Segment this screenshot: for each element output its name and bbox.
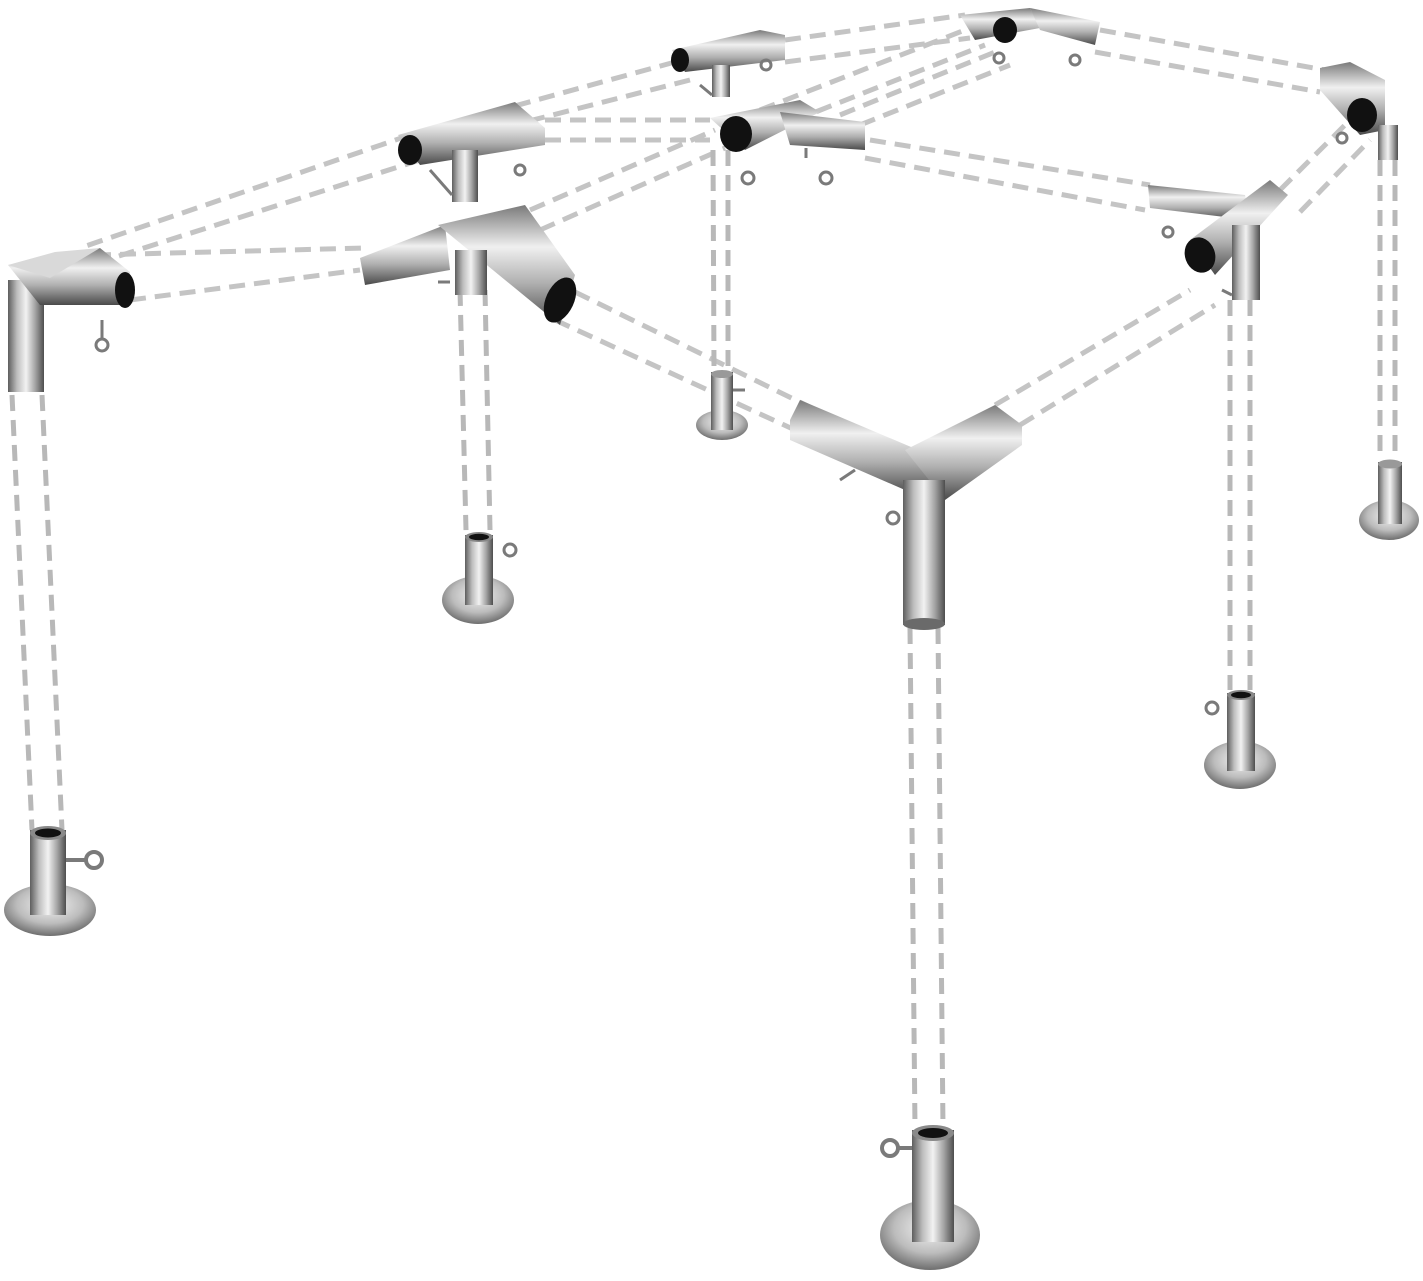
foot-front-left	[4, 826, 104, 936]
eyelet-icon	[1161, 225, 1175, 239]
guide-leg-front-right	[907, 627, 946, 1129]
tee-back-middle	[960, 8, 1100, 67]
eyelet-icon	[992, 51, 1006, 65]
eyelet-icon	[818, 170, 834, 186]
eyelet-icon	[502, 542, 518, 558]
guide-back-middle-to-back-right-outer	[839, 47, 1011, 128]
foot-center	[696, 370, 748, 440]
guide-leg-front-left	[9, 394, 65, 831]
tee-front-middle	[360, 205, 577, 325]
corner-back-left	[671, 30, 785, 97]
guide-leg-back-right-far	[1377, 160, 1398, 460]
guide-left-rear-to-front-left	[79, 132, 421, 265]
guide-back-middle-to-back-left	[784, 12, 971, 65]
foot-back-right-near	[1204, 690, 1276, 789]
guide-front-middle-to-center-connector	[529, 127, 727, 233]
eyelet-icon	[740, 170, 756, 186]
guide-front-right-to-back-right	[1278, 118, 1372, 214]
tee-center	[710, 100, 865, 186]
eyelet-icon	[94, 337, 110, 353]
eyelet-icon	[1204, 700, 1220, 716]
eyelet-icon	[1068, 53, 1082, 67]
corner-front-left	[8, 248, 135, 392]
guide-leg-front-middle	[457, 289, 493, 531]
guide-center-to-front-right	[993, 287, 1217, 428]
guide-leg-center	[710, 149, 731, 371]
eyelet-icon	[513, 163, 527, 177]
guide-front-middle-to-center	[553, 289, 822, 433]
foot-front-right	[880, 1125, 980, 1270]
corner-back-right	[1320, 62, 1398, 160]
guide-leg-back-right-near	[1227, 300, 1253, 690]
guide-front-left-to-front-middle	[94, 245, 366, 303]
eyelet-icon	[885, 510, 901, 526]
tee-left-rear	[398, 102, 545, 202]
eyelet-icon	[759, 58, 773, 72]
guide-center-to-right-rear	[864, 137, 1151, 213]
tee-right-rear	[1148, 180, 1288, 300]
guide-left-rear-to-center	[545, 117, 710, 143]
eyelet-icon	[880, 1138, 900, 1158]
dashed-pole-guides	[9, 12, 1398, 1129]
guide-back-right-to-back-middle	[1094, 27, 1326, 95]
corner-front-right	[790, 400, 1022, 630]
eyelet-icon	[1335, 131, 1349, 145]
foot-front-middle	[442, 532, 518, 624]
guide-back-left-to-left-rear	[499, 59, 691, 125]
eyelet-icon	[84, 850, 104, 870]
foot-back-right-far	[1359, 459, 1419, 540]
